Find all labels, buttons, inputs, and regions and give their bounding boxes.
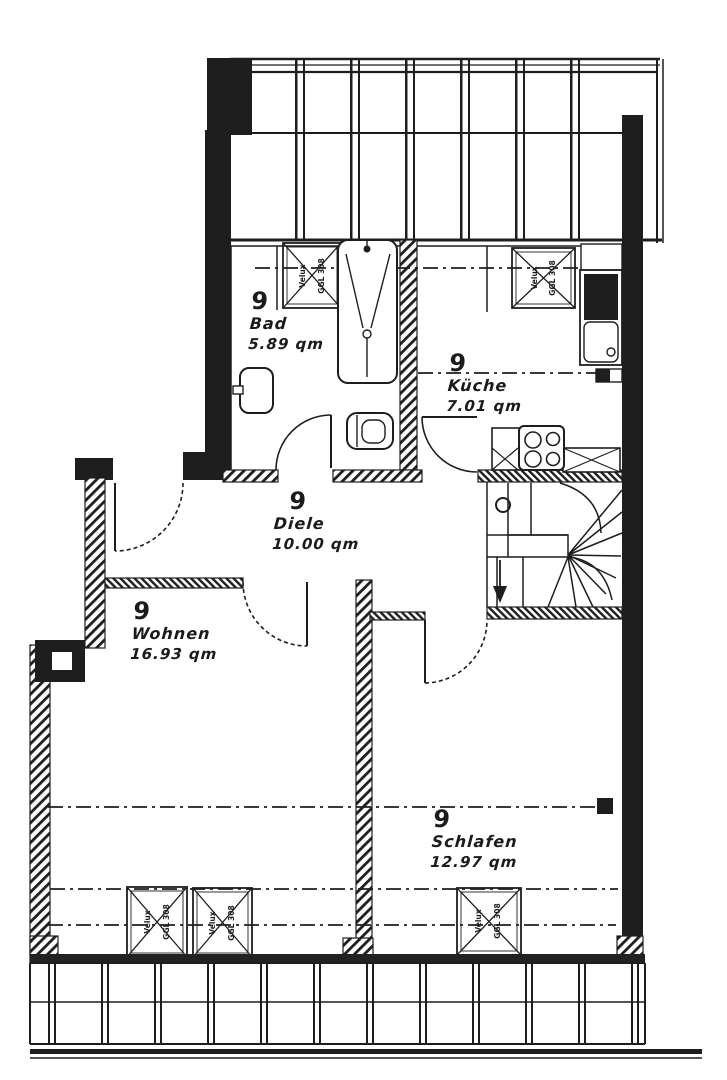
room-area: 5.89 qm [247,334,325,353]
kitchen-sink [579,243,623,383]
skylight-brand-label: Velux [298,264,307,287]
room-name: Schlafen [431,831,519,851]
room-label-diele: 9 Diele 10.00 qm [271,487,364,553]
room-number: 9 [250,287,271,315]
door-wohnen [242,581,308,647]
skylight-window-kueche: Velux GGL 308 [511,247,576,309]
room-label-schlafen: 9 Schlafen 12.97 qm [429,805,522,871]
toilet [346,412,394,450]
skylight-brand-label: Velux [474,909,483,932]
doors [114,414,488,684]
door-schlafen [424,619,488,684]
skylight-window-wohnen-2: Velux GGL 308 [192,887,253,958]
load-bearing-walls [30,58,643,963]
room-label-kueche: 9 Küche 7.01 qm [445,349,526,415]
skylight-window-bad: Velux GGL 308 [282,242,342,309]
room-name: Bad [249,313,288,333]
room-area: 10.00 qm [271,534,361,553]
room-label-bad: 9 Bad 5.89 qm [247,287,328,353]
room-area: 12.97 qm [429,852,519,871]
staircase [487,482,623,608]
washbasin [232,367,274,414]
room-number: 9 [432,805,453,833]
interior-lines [230,246,488,607]
bathtub [337,239,398,384]
skylight-window-wohnen-1: Velux GGL 308 [126,886,188,958]
room-number: 9 [448,349,469,377]
roof-height-lines [48,267,618,926]
skylight-brand-label: Velux [208,911,217,934]
eaves-band-bottom [29,954,702,1059]
skylight-model-label: GGL 308 [227,905,236,940]
skylight-window-schlafen: Velux GGL 308 [456,887,522,956]
hatched-walls [29,239,644,964]
roof-glazing-band-top [228,57,664,247]
room-number: 9 [288,487,309,515]
chimney [35,640,85,682]
door-entry [114,482,184,552]
stove [518,425,565,471]
skylight-model-label: GGL 308 [548,260,557,295]
room-area: 7.01 qm [445,396,523,415]
stair-direction-arrow [493,586,507,603]
skylight-model-label: GGL 308 [162,904,171,939]
room-label-wohnen: 9 Wohnen 16.93 qm [129,597,222,663]
skylight-brand-label: Velux [143,910,152,933]
room-area: 16.93 qm [129,644,219,663]
door-kueche [421,416,478,473]
skylight-brand-label: Velux [530,266,539,289]
skylight-model-label: GGL 308 [317,258,326,293]
room-name: Küche [447,375,509,395]
room-name: Wohnen [131,623,212,643]
room-name: Diele [273,513,326,533]
skylight-model-label: GGL 308 [493,903,502,938]
room-number: 9 [132,597,153,625]
door-bad [275,414,332,471]
